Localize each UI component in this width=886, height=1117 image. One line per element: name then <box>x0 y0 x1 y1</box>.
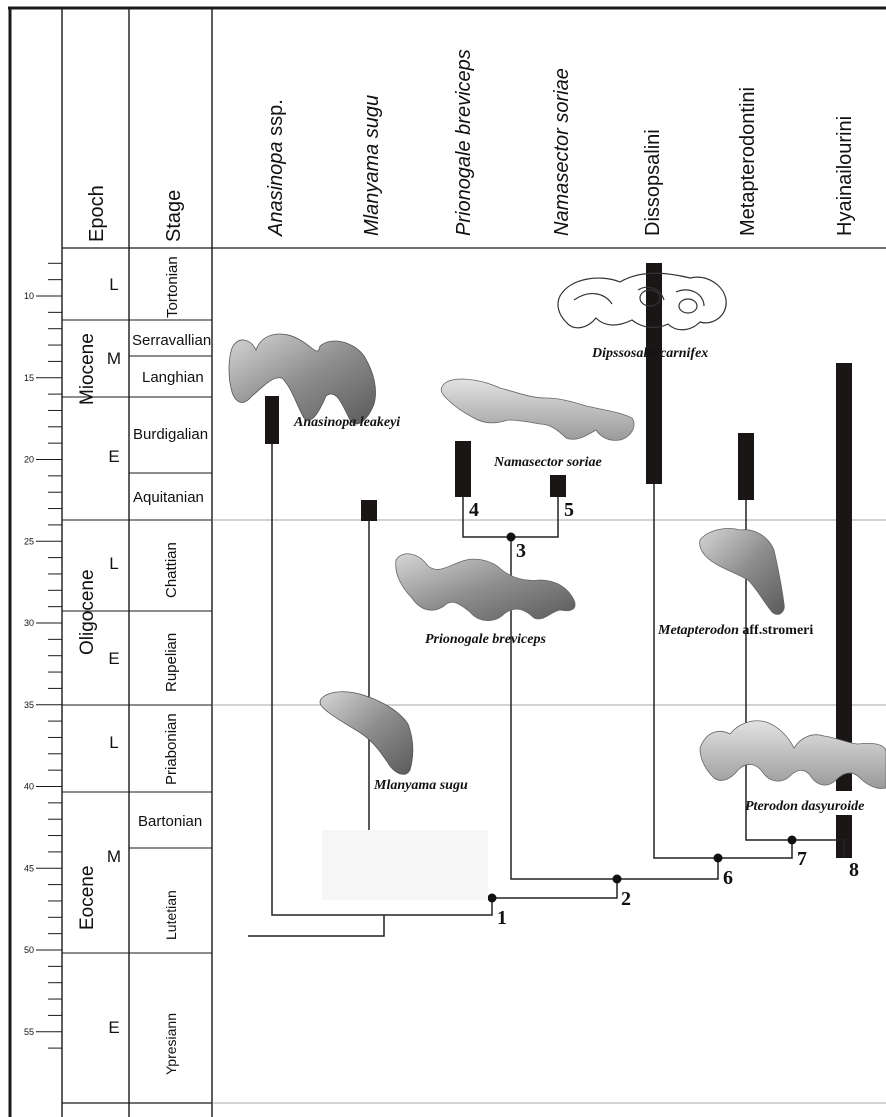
stage-labels: Tortonian Serravallian Langhian Burdigal… <box>132 256 211 1075</box>
epoch-labels: Miocene Oligocene Eocene <box>77 333 98 930</box>
node-dot-3 <box>507 533 516 542</box>
epoch-label-miocene: Miocene <box>77 333 98 405</box>
range-bar-namasector <box>550 475 566 497</box>
background-smudge <box>322 830 488 900</box>
range-bar-hyainailourini-upper <box>836 363 852 791</box>
age-tick-label: 55 <box>24 1027 34 1037</box>
taxon-header-mlanyama: Mlanyama sugu <box>361 95 383 236</box>
node-numbers: 1 2 3 4 5 6 7 8 <box>469 499 859 929</box>
subepoch-miocene-middle: M <box>107 349 121 368</box>
fossil-pterodon-image <box>700 721 886 789</box>
taxon-header-prionogale: Prionogale breviceps <box>453 49 475 236</box>
age-axis-labels: 10 15 20 25 30 35 40 45 50 55 <box>24 291 34 1037</box>
branch-root <box>248 915 384 936</box>
fossil-metapterodon-image <box>700 528 785 614</box>
age-tick-label: 25 <box>24 536 34 546</box>
specimen-label-namasector: Namasector soriae <box>493 455 602 470</box>
node-dot-7 <box>788 836 797 845</box>
node-label-6: 6 <box>723 867 733 889</box>
node-label-2: 2 <box>621 888 631 910</box>
fossil-anasinopa-image <box>229 334 376 424</box>
stage-bartonian: Bartonian <box>138 813 202 830</box>
specimen-label-prionogale: Prionogale breviceps <box>425 632 546 647</box>
epoch-header: Epoch <box>86 185 108 242</box>
node-label-1: 1 <box>497 907 507 929</box>
age-tick-label: 20 <box>24 455 34 465</box>
fossil-mlanyama-image <box>320 692 413 775</box>
specimen-label-metapterodon: Metapterodon aff.stromeri <box>657 623 813 638</box>
range-bar-anasinopa <box>265 396 279 444</box>
age-tick-label: 30 <box>24 618 34 628</box>
age-axis-ticks <box>36 263 62 1048</box>
taxon-header-metapterodontini: Metapterodontini <box>737 87 759 236</box>
subepoch-labels: L M E L E L M E <box>107 275 121 1037</box>
node-label-5: 5 <box>564 499 574 521</box>
epoch-label-oligocene: Oligocene <box>77 569 98 655</box>
node-dot-1 <box>488 894 497 903</box>
taxon-header-dissopsalini: Dissopsalini <box>642 129 664 236</box>
range-bar-mlanyama <box>361 500 377 521</box>
epoch-label-eocene: Eocene <box>77 866 98 930</box>
fossil-namasector-image <box>441 379 634 440</box>
node-dot-2 <box>613 875 622 884</box>
stage-serravallian: Serravallian <box>132 332 211 349</box>
fossil-prionogale-image <box>396 554 575 621</box>
stage-priabonian: Priabonian <box>163 713 180 785</box>
stage-tortonian: Tortonian <box>164 256 181 318</box>
stage-lutetian: Lutetian <box>163 890 179 940</box>
age-tick-label: 10 <box>24 291 34 301</box>
taxon-header-anasinopa: Anasinopa ssp. <box>265 99 287 237</box>
specimen-label-dipssosalis: Dipssosalis carnifex <box>591 346 708 361</box>
subepoch-oligocene-late: L <box>109 554 118 573</box>
node-label-4: 4 <box>469 499 479 521</box>
age-tick-label: 35 <box>24 700 34 710</box>
node-label-8: 8 <box>849 859 859 881</box>
specimen-label-mlanyama: Mlanyama sugu <box>373 778 468 793</box>
subepoch-miocene-late: L <box>109 275 118 294</box>
age-tick-label: 15 <box>24 373 34 383</box>
stage-ypresiann: Ypresiann <box>163 1013 179 1075</box>
node-dot-6 <box>714 854 723 863</box>
stage-rupelian: Rupelian <box>163 633 180 692</box>
stage-header: Stage <box>163 190 185 242</box>
stage-chattian: Chattian <box>163 542 180 598</box>
stage-aquitanian: Aquitanian <box>133 489 204 506</box>
subepoch-eocene-late: L <box>109 733 118 752</box>
specimen-label-pterodon: Pterodon dasyuroide <box>745 799 864 814</box>
subepoch-eocene-middle: M <box>107 847 121 866</box>
taxon-header-hyainailourini: Hyainailourini <box>834 116 856 236</box>
subepoch-eocene-early: E <box>108 1018 119 1037</box>
subepoch-miocene-early: E <box>108 447 119 466</box>
specimen-label-anasinopa: Anasinopa leakeyi <box>293 415 400 430</box>
age-tick-label: 45 <box>24 863 34 873</box>
subepoch-oligocene-early: E <box>108 649 119 668</box>
taxa-headers: Anasinopa ssp. Mlanyama sugu Prionogale … <box>265 49 856 237</box>
stage-burdigalian: Burdigalian <box>133 426 208 443</box>
age-tick-label: 40 <box>24 782 34 792</box>
range-bar-prionogale <box>455 441 471 497</box>
age-tick-label: 50 <box>24 945 34 955</box>
stage-langhian: Langhian <box>142 369 204 386</box>
fossil-dipssosalis-image <box>558 273 726 330</box>
node-label-3: 3 <box>516 540 526 562</box>
node-label-7: 7 <box>797 848 807 870</box>
range-bar-metapterodontini <box>738 433 754 500</box>
taxon-header-namasector: Namasector soriae <box>551 68 573 236</box>
